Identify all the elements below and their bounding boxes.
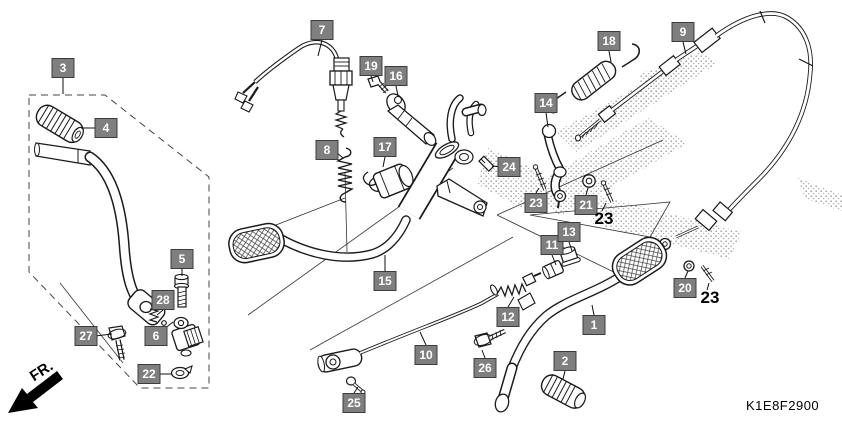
- callout-19: 19: [359, 56, 383, 76]
- pin-24: [478, 155, 495, 172]
- stud-bolt-23b: [600, 180, 614, 203]
- flange-bolt-26: [473, 328, 506, 348]
- callout-7: 7: [310, 20, 334, 40]
- callout-22: 22: [137, 364, 161, 384]
- callout-1: 1: [582, 315, 606, 335]
- callout-24: 24: [497, 157, 521, 177]
- kick-pedal-rubber: [35, 104, 84, 144]
- kick-starter-group-box: [28, 94, 210, 389]
- callout-3: 3: [51, 58, 75, 78]
- spacer-11: [542, 260, 564, 280]
- pin-23c: [700, 264, 715, 283]
- washer-20: [683, 260, 695, 272]
- kick-spring-and-ball-28: [148, 308, 167, 326]
- rear-brake-pedal-1: [494, 236, 668, 413]
- frame-ghost-stipple: [477, 52, 842, 259]
- leader-lines: [62, 39, 710, 394]
- brake-rod-10: [317, 272, 542, 373]
- kick-bolt-27: [107, 325, 127, 361]
- callout-23-plain-24: 23: [700, 288, 720, 307]
- callout-23-plain-23: 23: [594, 209, 614, 228]
- callout-26: 26: [473, 358, 497, 378]
- diagram-part-code: K1E8F2900: [746, 398, 820, 413]
- callout-8: 8: [315, 140, 339, 160]
- callout-28: 28: [151, 290, 175, 310]
- callout-12: 12: [496, 307, 520, 327]
- callout-16: 16: [384, 66, 408, 86]
- rear-brake-cable-9: [575, 10, 814, 251]
- callout-10: 10: [414, 345, 438, 365]
- brake-light-switch-7: [234, 39, 353, 138]
- callout-14: 14: [534, 93, 558, 113]
- callout-20: 20: [673, 278, 697, 298]
- frame-stay-bracket: [436, 178, 488, 217]
- kick-starter-joint-6: [171, 316, 204, 357]
- stud-bolt-23a: [532, 164, 547, 191]
- joint-pin-25: [345, 376, 366, 395]
- kick-starter-arm: [34, 142, 166, 326]
- kick-keeper-washer-22: [170, 365, 193, 380]
- callout-25: 25: [342, 393, 366, 413]
- callout-23: 23: [524, 193, 548, 213]
- callout-21: 21: [574, 195, 598, 215]
- callout-15: 15: [373, 271, 397, 291]
- brake-arm-lever-14: [541, 123, 567, 209]
- pivot-pin-16: [386, 93, 437, 146]
- brake-pedal-15: [228, 94, 487, 264]
- pedal-rubber-2: [540, 374, 587, 409]
- callout-27: 27: [74, 326, 98, 346]
- callout-5: 5: [170, 249, 194, 269]
- callout-4: 4: [94, 118, 118, 138]
- bolt-19: [367, 75, 389, 94]
- nut-21: [582, 174, 596, 188]
- return-spring-8: [336, 147, 354, 203]
- callout-9: 9: [671, 22, 695, 42]
- callout-6: 6: [144, 326, 168, 346]
- callout-17: 17: [373, 137, 397, 157]
- callout-18: 18: [597, 31, 621, 51]
- callout-2: 2: [553, 351, 577, 371]
- callout-13: 13: [557, 222, 581, 242]
- fr-direction-arrow: [8, 371, 63, 413]
- kick-joint-bolt-5: [173, 273, 190, 308]
- spring-collar-17: [362, 163, 414, 199]
